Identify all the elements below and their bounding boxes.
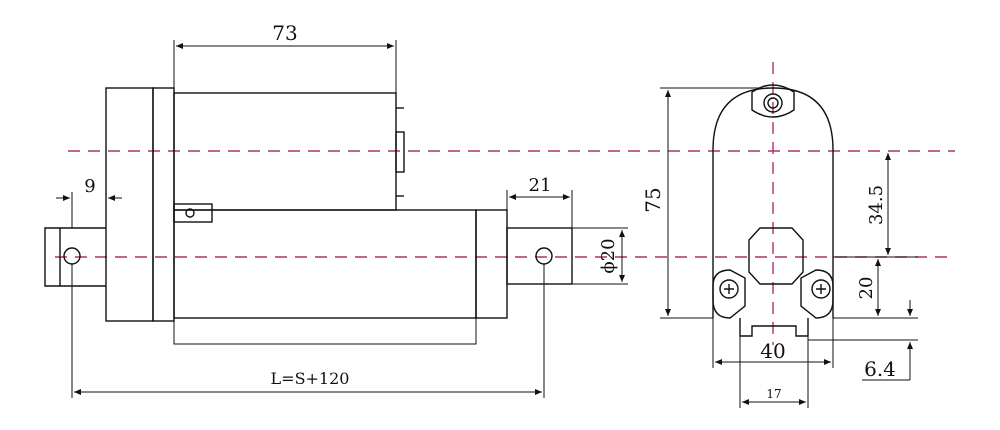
label-20: 20 xyxy=(856,277,877,300)
rear-clevis xyxy=(44,227,106,287)
dimension-labels: 73 9 21 ϕ20 L=S+120 75 34.5 20 40 6.4 17 xyxy=(84,21,896,401)
label-9: 9 xyxy=(84,176,95,197)
label-40: 40 xyxy=(760,339,785,363)
label-34-5: 34.5 xyxy=(866,185,887,225)
motor-terminal xyxy=(395,131,405,173)
rod-end-hole xyxy=(535,247,553,265)
motor-socket xyxy=(748,227,804,285)
motor-housing xyxy=(173,92,397,211)
label-6-4: 6.4 xyxy=(864,357,896,381)
rear-clevis-hole xyxy=(63,247,81,265)
side-dimensions xyxy=(56,40,628,398)
tube-end-collar xyxy=(475,209,508,319)
top-hole-inner xyxy=(767,97,779,109)
stroke-outline xyxy=(173,318,477,345)
left-ear xyxy=(712,269,746,319)
top-hole xyxy=(763,93,783,113)
bottom-slot xyxy=(739,318,809,337)
label-73: 73 xyxy=(272,21,297,45)
front-outline xyxy=(712,87,834,318)
front-dimensions xyxy=(660,87,918,408)
left-screw xyxy=(719,279,739,299)
label-stroke-formula: L=S+120 xyxy=(271,369,350,388)
side-view xyxy=(44,87,573,345)
cable-plug-screw xyxy=(185,208,195,218)
cable-plug xyxy=(173,203,213,223)
outer-tube xyxy=(173,209,477,319)
label-21: 21 xyxy=(529,175,552,196)
inner-rod xyxy=(506,227,573,285)
right-screw xyxy=(811,279,831,299)
rear-end-cap xyxy=(105,87,154,322)
top-hole-boss xyxy=(751,84,795,118)
right-screw-cross xyxy=(816,284,826,294)
right-ear xyxy=(800,269,834,319)
label-phi-20: ϕ20 xyxy=(598,238,619,273)
label-17: 17 xyxy=(766,387,781,401)
gearbox-body xyxy=(152,87,175,322)
front-view xyxy=(712,84,834,337)
centerlines xyxy=(55,62,955,345)
label-75: 75 xyxy=(641,187,665,212)
left-screw-cross xyxy=(724,284,734,294)
